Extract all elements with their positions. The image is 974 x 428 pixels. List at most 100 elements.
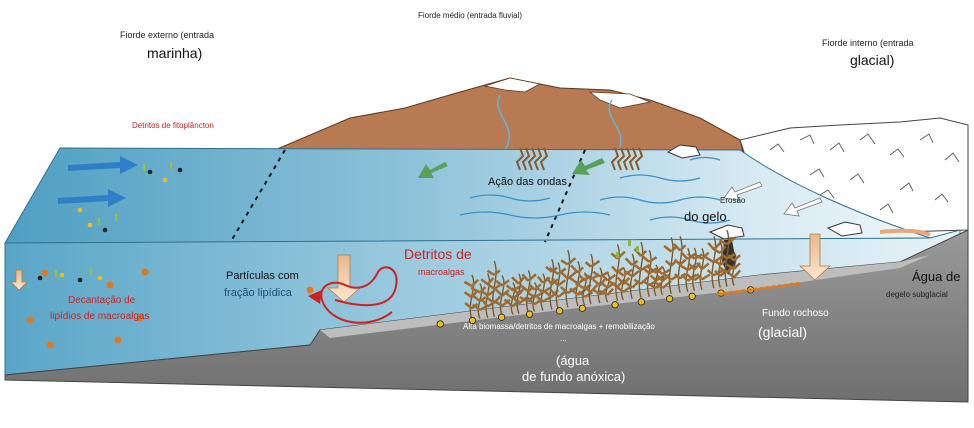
lipid-floc <box>106 281 114 289</box>
kelp-plant <box>533 147 543 171</box>
remobilization-arrowhead <box>308 290 322 304</box>
kelp-plant <box>616 147 626 171</box>
marine-inflow-arrows <box>58 156 138 207</box>
sediment-particle <box>759 286 765 290</box>
lipid-particle <box>578 304 587 312</box>
sediment-particle <box>765 286 771 290</box>
kelp-plant <box>725 251 742 286</box>
sediment-particle <box>747 288 753 292</box>
sediment-particle <box>789 282 795 286</box>
remobilization-arrow <box>320 266 398 324</box>
phyto-particle <box>177 167 183 173</box>
phyto-rod <box>115 214 117 221</box>
kelp-plant <box>548 262 567 309</box>
kelp-plant <box>628 147 638 171</box>
phyto-particle <box>162 177 168 183</box>
label-inner-fjord-2: glacial) <box>850 52 895 68</box>
label-settling-2: lipídios de macroalgas <box>50 311 150 322</box>
lipid-floc <box>41 269 49 277</box>
kelp-plant <box>623 253 641 300</box>
glacier-texture <box>769 133 960 214</box>
lipid-particle <box>637 298 645 306</box>
mountain-snow <box>483 77 652 109</box>
lipid-floc <box>46 341 54 349</box>
kelp-plant <box>510 273 528 314</box>
meltwater-flow <box>879 228 931 237</box>
lipid-particle <box>498 313 506 321</box>
kelp-bed <box>463 147 742 320</box>
label-rocky-1: Fundo rochoso <box>762 308 829 319</box>
phyto-particle <box>77 207 83 213</box>
settling-arrows <box>10 233 832 303</box>
sediment-particle <box>795 282 801 286</box>
divider-mid <box>544 149 586 243</box>
kelp-plant <box>582 253 601 305</box>
sediment-particle <box>717 292 723 296</box>
sediment-particle <box>735 290 741 294</box>
label-particles-1: Partículas com <box>226 270 299 282</box>
lipid-floc <box>306 286 314 294</box>
lipid-particle <box>666 295 674 303</box>
phyto-particle <box>37 275 43 281</box>
kelp-plant <box>535 273 552 311</box>
label-rocky-2: (glacial) <box>758 324 808 340</box>
kelp-plant <box>539 147 549 171</box>
phyto-particle <box>97 275 103 281</box>
kelp-plant <box>559 250 578 308</box>
phyto-particle <box>147 169 153 175</box>
phyto-rod <box>98 218 100 225</box>
lipid-floc <box>114 336 122 344</box>
label-inner-fjord-1: Fiorde interno (entrada <box>822 38 914 48</box>
ice-blocks <box>666 144 863 240</box>
label-dots: ... <box>560 334 567 343</box>
lipid-floc <box>141 268 149 276</box>
sediment-particle <box>729 290 735 294</box>
algae-fragment <box>636 246 639 252</box>
sediment-particle <box>741 289 747 293</box>
label-settling-1: Decantação de <box>68 295 136 306</box>
phyto-rod <box>143 164 145 171</box>
kelp-plant <box>527 147 537 171</box>
lipid-particle <box>611 301 619 309</box>
lipid-particle <box>468 316 477 325</box>
kelp-plant <box>622 147 632 171</box>
kelp-plant <box>662 237 680 295</box>
sediment-particle <box>771 285 777 289</box>
sediment-particle <box>723 291 729 295</box>
label-water-1: Água de <box>912 269 961 284</box>
label-anoxic-1: (água <box>556 353 590 368</box>
sediment-particle <box>777 284 783 288</box>
phyto-particle <box>87 222 93 228</box>
algae-fragment <box>616 252 619 258</box>
label-particles-2: fração lipídica <box>224 287 292 299</box>
kelp-plant <box>610 147 620 171</box>
label-wave-action: Ação das ondas <box>488 176 567 188</box>
kelp-plant <box>718 229 736 287</box>
lipid-floc <box>136 314 144 322</box>
phyto-rod <box>55 270 57 277</box>
lipid-particle <box>688 292 696 300</box>
kelp-plant <box>634 147 644 171</box>
phyto-rod <box>170 162 172 169</box>
kelp-plant <box>485 260 503 318</box>
kelp-plant <box>672 236 687 293</box>
algae-fragment <box>628 240 631 246</box>
phyto-particle <box>59 272 65 278</box>
sediment-particle <box>753 287 759 291</box>
wave-erosion-arrows <box>418 158 605 178</box>
ice-erosion-arrows <box>723 181 823 217</box>
label-phyto-detritus: Detritos de fitoplâncton <box>132 121 214 130</box>
label-outer-fjord-1: Fiorde externo (entrada <box>120 30 215 40</box>
divider-outer <box>229 149 286 244</box>
label-ice: do gelo <box>684 209 727 224</box>
phyto-particle <box>77 277 83 283</box>
kelp-plant <box>521 147 531 171</box>
lipid-particle <box>555 307 564 315</box>
label-macroalgae-detritus-1: Detritos de <box>404 246 472 262</box>
lipid-particle <box>525 310 534 318</box>
label-macroalgae-detritus-2: macroalgas <box>418 267 465 277</box>
kelp-plant <box>515 147 525 171</box>
kelp-plant <box>693 248 711 291</box>
kelp-plant <box>568 261 587 307</box>
